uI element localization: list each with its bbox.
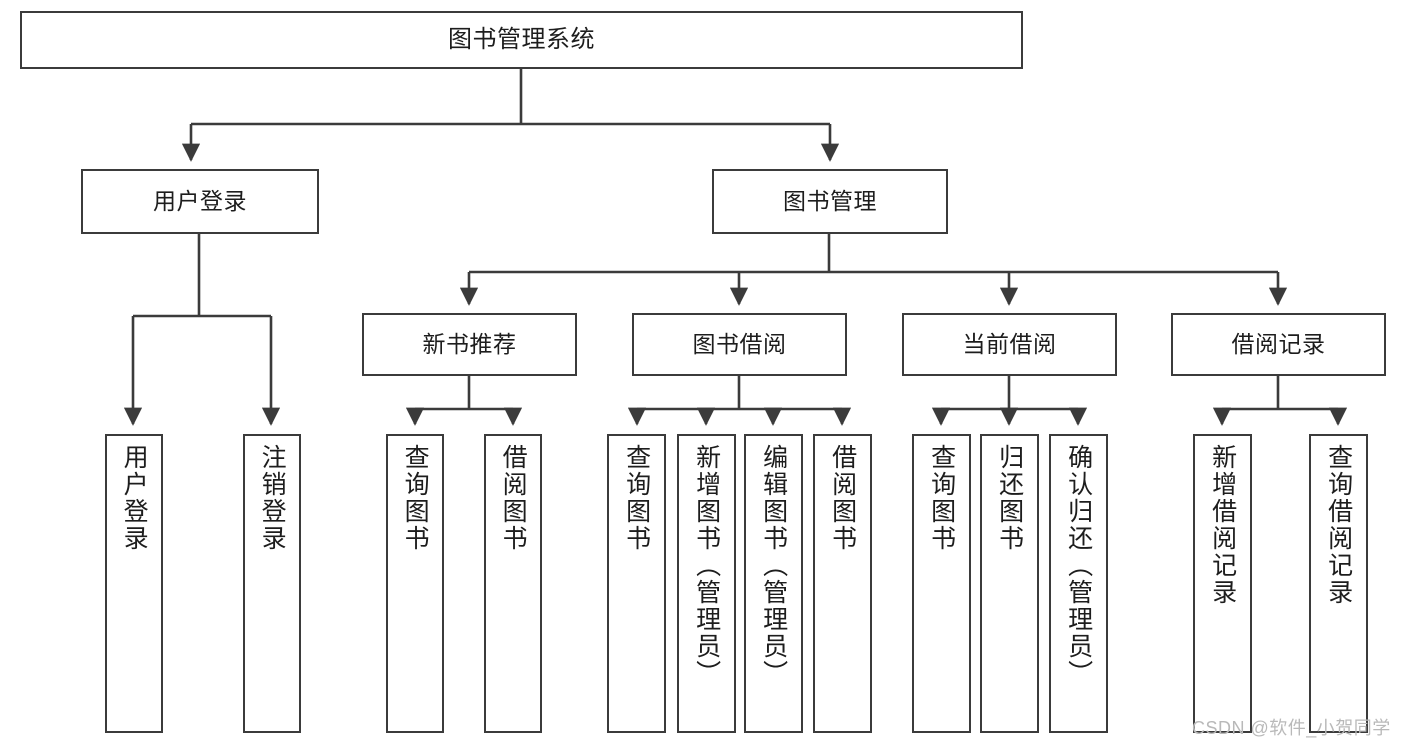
node-current-borrow[interactable]: 当前借阅 [902, 313, 1117, 376]
node-user-login[interactable]: 用户登录 [81, 169, 319, 234]
node-label: 注销登录 [258, 444, 287, 552]
leaf-logout-login[interactable]: 注销登录 [243, 434, 301, 733]
leaf-current-query-book[interactable]: 查询图书 [912, 434, 971, 733]
node-label: 新增借阅记录 [1208, 444, 1237, 606]
leaf-current-return-book[interactable]: 归还图书 [980, 434, 1039, 733]
node-label: 新书推荐 [422, 330, 517, 357]
node-label: 当前借阅 [962, 330, 1057, 357]
leaf-borrow-query-book[interactable]: 查询图书 [607, 434, 666, 733]
node-label: 图书管理系统 [448, 25, 595, 53]
leaf-recommend-borrow-book[interactable]: 借阅图书 [484, 434, 542, 733]
leaf-user-login[interactable]: 用户登录 [105, 434, 163, 733]
node-label: 图书管理 [783, 187, 877, 214]
node-label: 归还图书 [995, 444, 1024, 552]
node-label: 查询图书 [401, 444, 430, 552]
node-label: 用户登录 [120, 444, 149, 552]
node-label: 查询图书 [927, 444, 956, 552]
csdn-watermark: CSDN @软件_小贺同学 [1192, 718, 1391, 738]
leaf-record-query-borrow-record[interactable]: 查询借阅记录 [1309, 434, 1368, 733]
leaf-borrow-add-book-admin[interactable]: 新增图书（管理员） [677, 434, 736, 733]
node-label: 确认归还（管理员） [1064, 444, 1093, 687]
node-book-borrow[interactable]: 图书借阅 [632, 313, 847, 376]
node-new-book-recommend[interactable]: 新书推荐 [362, 313, 577, 376]
node-label: 新增图书（管理员） [692, 444, 721, 687]
node-label: 编辑图书（管理员） [759, 444, 788, 687]
node-book-management[interactable]: 图书管理 [712, 169, 948, 234]
leaf-borrow-edit-book-admin[interactable]: 编辑图书（管理员） [744, 434, 803, 733]
node-label: 借阅图书 [828, 444, 857, 552]
node-label: 用户登录 [153, 187, 247, 214]
node-label: 查询图书 [622, 444, 651, 552]
node-label: 图书借阅 [692, 330, 787, 357]
leaf-recommend-query-book[interactable]: 查询图书 [386, 434, 444, 733]
node-label: 查询借阅记录 [1324, 444, 1353, 606]
node-label: 借阅图书 [499, 444, 528, 552]
node-label: 借阅记录 [1231, 330, 1326, 357]
leaf-borrow-borrow-book[interactable]: 借阅图书 [813, 434, 872, 733]
leaf-current-confirm-return-admin[interactable]: 确认归还（管理员） [1049, 434, 1108, 733]
node-root-system[interactable]: 图书管理系统 [20, 11, 1023, 69]
leaf-record-add-borrow-record[interactable]: 新增借阅记录 [1193, 434, 1252, 733]
node-borrow-record[interactable]: 借阅记录 [1171, 313, 1386, 376]
